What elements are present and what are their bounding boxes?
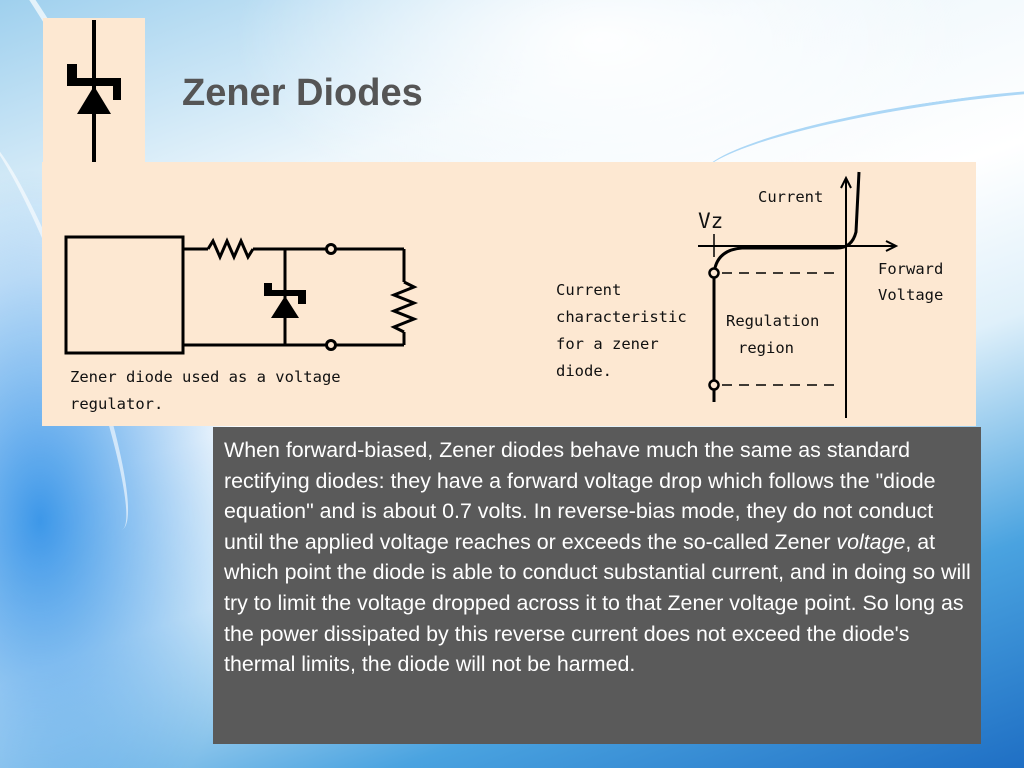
load-resistor — [389, 280, 419, 334]
body-text-part2: , at which point the diode is able to co… — [224, 529, 971, 677]
power-source-box — [64, 235, 185, 355]
figure-panel: Zener diode used as a voltage regulator.… — [42, 162, 976, 426]
forward-label-line1: Forward — [878, 260, 943, 278]
zener-iv-curve — [712, 171, 861, 402]
graph-description-line1: Current — [556, 281, 621, 299]
regulation-region-line1: Regulation — [726, 312, 819, 330]
series-resistor — [206, 237, 255, 261]
slide-title: Zener Diodes — [182, 72, 423, 114]
circuit-caption-line1: Zener diode used as a voltage — [70, 368, 341, 386]
vz-label: Vz — [698, 209, 723, 233]
zener-figures: Zener diode used as a voltage regulator.… — [64, 171, 943, 418]
body-text-part1: When forward-biased, Zener diodes behave… — [224, 438, 936, 554]
graph-description-line2: characteristic — [556, 308, 687, 326]
forward-label-line2: Voltage — [878, 286, 943, 304]
graph-description-line3: for a zener — [556, 335, 659, 353]
description-text-box: When forward-biased, Zener diodes behave… — [213, 427, 981, 744]
iv-characteristic-graph — [698, 171, 899, 418]
regulation-limit-marker — [708, 267, 720, 279]
output-terminal — [325, 243, 337, 255]
voltage-regulator-circuit — [64, 235, 419, 355]
regulation-limit-marker — [708, 379, 720, 391]
graph-current-label: Current — [758, 188, 823, 206]
body-italic-word: voltage — [836, 529, 906, 554]
circuit-caption-line2: regulator. — [70, 395, 163, 413]
zener-diode-in-circuit-icon — [264, 283, 306, 318]
regulation-region-line2: region — [738, 339, 794, 357]
body-paragraph: When forward-biased, Zener diodes behave… — [224, 435, 971, 680]
output-terminal — [325, 339, 337, 351]
graph-description-line4: diode. — [556, 362, 612, 380]
zener-symbol-logo — [43, 18, 145, 166]
zener-diode-symbol-icon — [67, 20, 121, 164]
